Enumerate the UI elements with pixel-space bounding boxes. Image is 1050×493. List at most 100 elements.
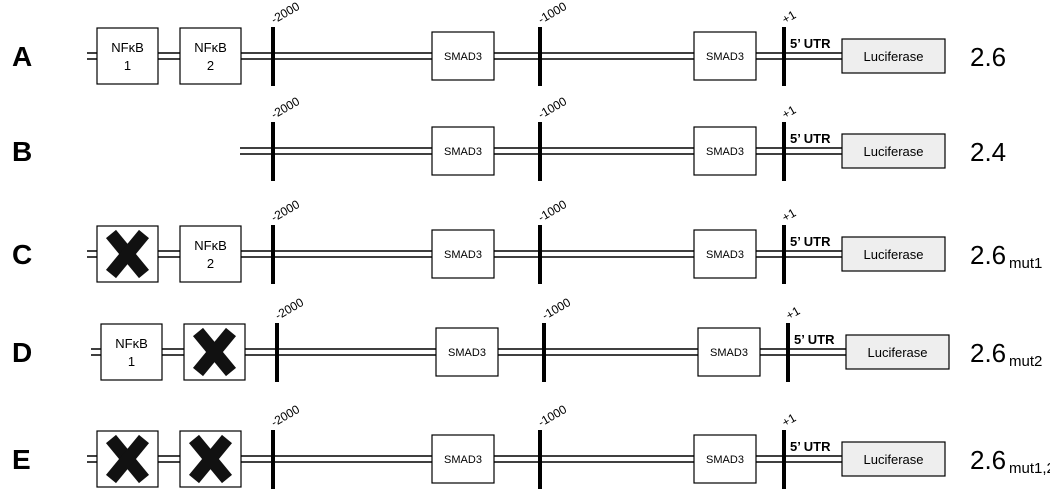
utr-label: 5’ UTR: [790, 439, 831, 454]
luciferase-reporter: Luciferase: [841, 236, 946, 272]
position-marker-minus2000: -2000: [269, 94, 303, 181]
smad3-site-2: SMAD3: [693, 126, 757, 176]
luciferase-reporter: Luciferase: [845, 334, 950, 370]
position-label: -2000: [269, 94, 303, 122]
mutation-cross-icon: [105, 434, 150, 484]
smad3-box: [435, 327, 499, 377]
luciferase-reporter: Luciferase: [841, 38, 946, 74]
luciferase-reporter: Luciferase: [841, 133, 946, 169]
smad3-label: SMAD3: [444, 454, 482, 466]
position-label: +1: [780, 205, 799, 224]
nfkb-site-2: [183, 323, 246, 381]
position-marker-plus1: +1: [780, 102, 799, 181]
smad3-site-2: SMAD3: [693, 229, 757, 279]
nfkb-box: [96, 27, 159, 85]
nfkb-label: NFκB: [111, 40, 144, 55]
position-bar: [275, 323, 279, 382]
smad3-label: SMAD3: [706, 249, 744, 261]
luciferase-box: [841, 441, 946, 477]
luciferase-box: [841, 133, 946, 169]
utr-label: 5’ UTR: [790, 234, 831, 249]
smad3-box: [431, 31, 495, 81]
luciferase-label: Luciferase: [864, 144, 924, 159]
position-bar: [538, 122, 542, 181]
row-letter: E: [12, 444, 31, 475]
position-marker-minus2000: -2000: [269, 0, 303, 86]
smad3-site-1: SMAD3: [431, 434, 495, 484]
smad3-box: [431, 434, 495, 484]
luciferase-box: [845, 334, 950, 370]
nfkb-number: 2: [207, 256, 214, 271]
nfkb-label: NFκB: [194, 40, 227, 55]
position-label: -1000: [536, 402, 570, 430]
position-marker-minus1000: -1000: [536, 0, 569, 86]
position-label: -2000: [269, 0, 303, 27]
construct-name-main: 2.6: [970, 338, 1006, 368]
position-marker-minus2000: -2000: [269, 197, 302, 284]
construct-name-main: 2.6: [970, 445, 1006, 475]
position-bar: [538, 27, 542, 86]
smad3-box: [693, 229, 757, 279]
nfkb-label: NFκB: [115, 336, 148, 351]
position-bar: [782, 27, 786, 86]
smad3-site-2: SMAD3: [697, 327, 761, 377]
position-bar: [538, 430, 542, 489]
position-marker-plus1: +1: [780, 7, 799, 86]
smad3-label: SMAD3: [710, 347, 748, 359]
position-label: +1: [784, 303, 803, 322]
mutation-cross-icon: [188, 434, 233, 484]
smad3-site-1: SMAD3: [435, 327, 499, 377]
position-bar: [782, 430, 786, 489]
nfkb-number: 2: [207, 58, 214, 73]
mutation-cross-icon: [192, 327, 237, 377]
smad3-label: SMAD3: [706, 454, 744, 466]
luciferase-label: Luciferase: [864, 452, 924, 467]
position-bar: [782, 225, 786, 284]
construct-name: 2.4: [970, 137, 1006, 167]
smad3-label: SMAD3: [444, 249, 482, 261]
smad3-label: SMAD3: [706, 51, 744, 63]
nfkb-site-1: [96, 430, 159, 488]
nfkb-box: [179, 27, 242, 85]
utr-label: 5’ UTR: [794, 332, 835, 347]
nfkb-site-2: NFκB 2: [179, 27, 242, 85]
luciferase-reporter: Luciferase: [841, 441, 946, 477]
construct-name-main: 2.4: [970, 137, 1006, 167]
smad3-label: SMAD3: [706, 146, 744, 158]
luciferase-label: Luciferase: [868, 345, 928, 360]
position-marker-minus2000: -2000: [273, 295, 307, 382]
construct-name-main: 2.6: [970, 42, 1006, 72]
position-bar: [271, 225, 275, 284]
nfkb-site-2: [179, 430, 242, 488]
position-label: +1: [780, 7, 799, 26]
nfkb-box: [179, 225, 242, 283]
position-marker-minus1000: -1000: [536, 197, 570, 284]
row-letter: A: [12, 41, 32, 72]
position-bar: [538, 225, 542, 284]
position-marker-minus1000: -1000: [540, 295, 573, 382]
nfkb-number: 1: [128, 354, 135, 369]
luciferase-label: Luciferase: [864, 49, 924, 64]
position-label: -2000: [273, 295, 307, 323]
row-letter: B: [12, 136, 32, 167]
position-bar: [271, 430, 275, 489]
position-label: -1000: [536, 197, 570, 225]
row-letter: D: [12, 337, 32, 368]
construct-name: 2.6: [970, 42, 1006, 72]
smad3-box: [693, 126, 757, 176]
smad3-site-1: SMAD3: [431, 126, 495, 176]
position-label: -2000: [269, 402, 303, 430]
utr-label: 5’ UTR: [790, 36, 831, 51]
construct-name-subscript: mut1,2: [1009, 460, 1050, 477]
position-bar: [271, 122, 275, 181]
position-marker-minus1000: -1000: [536, 402, 570, 489]
